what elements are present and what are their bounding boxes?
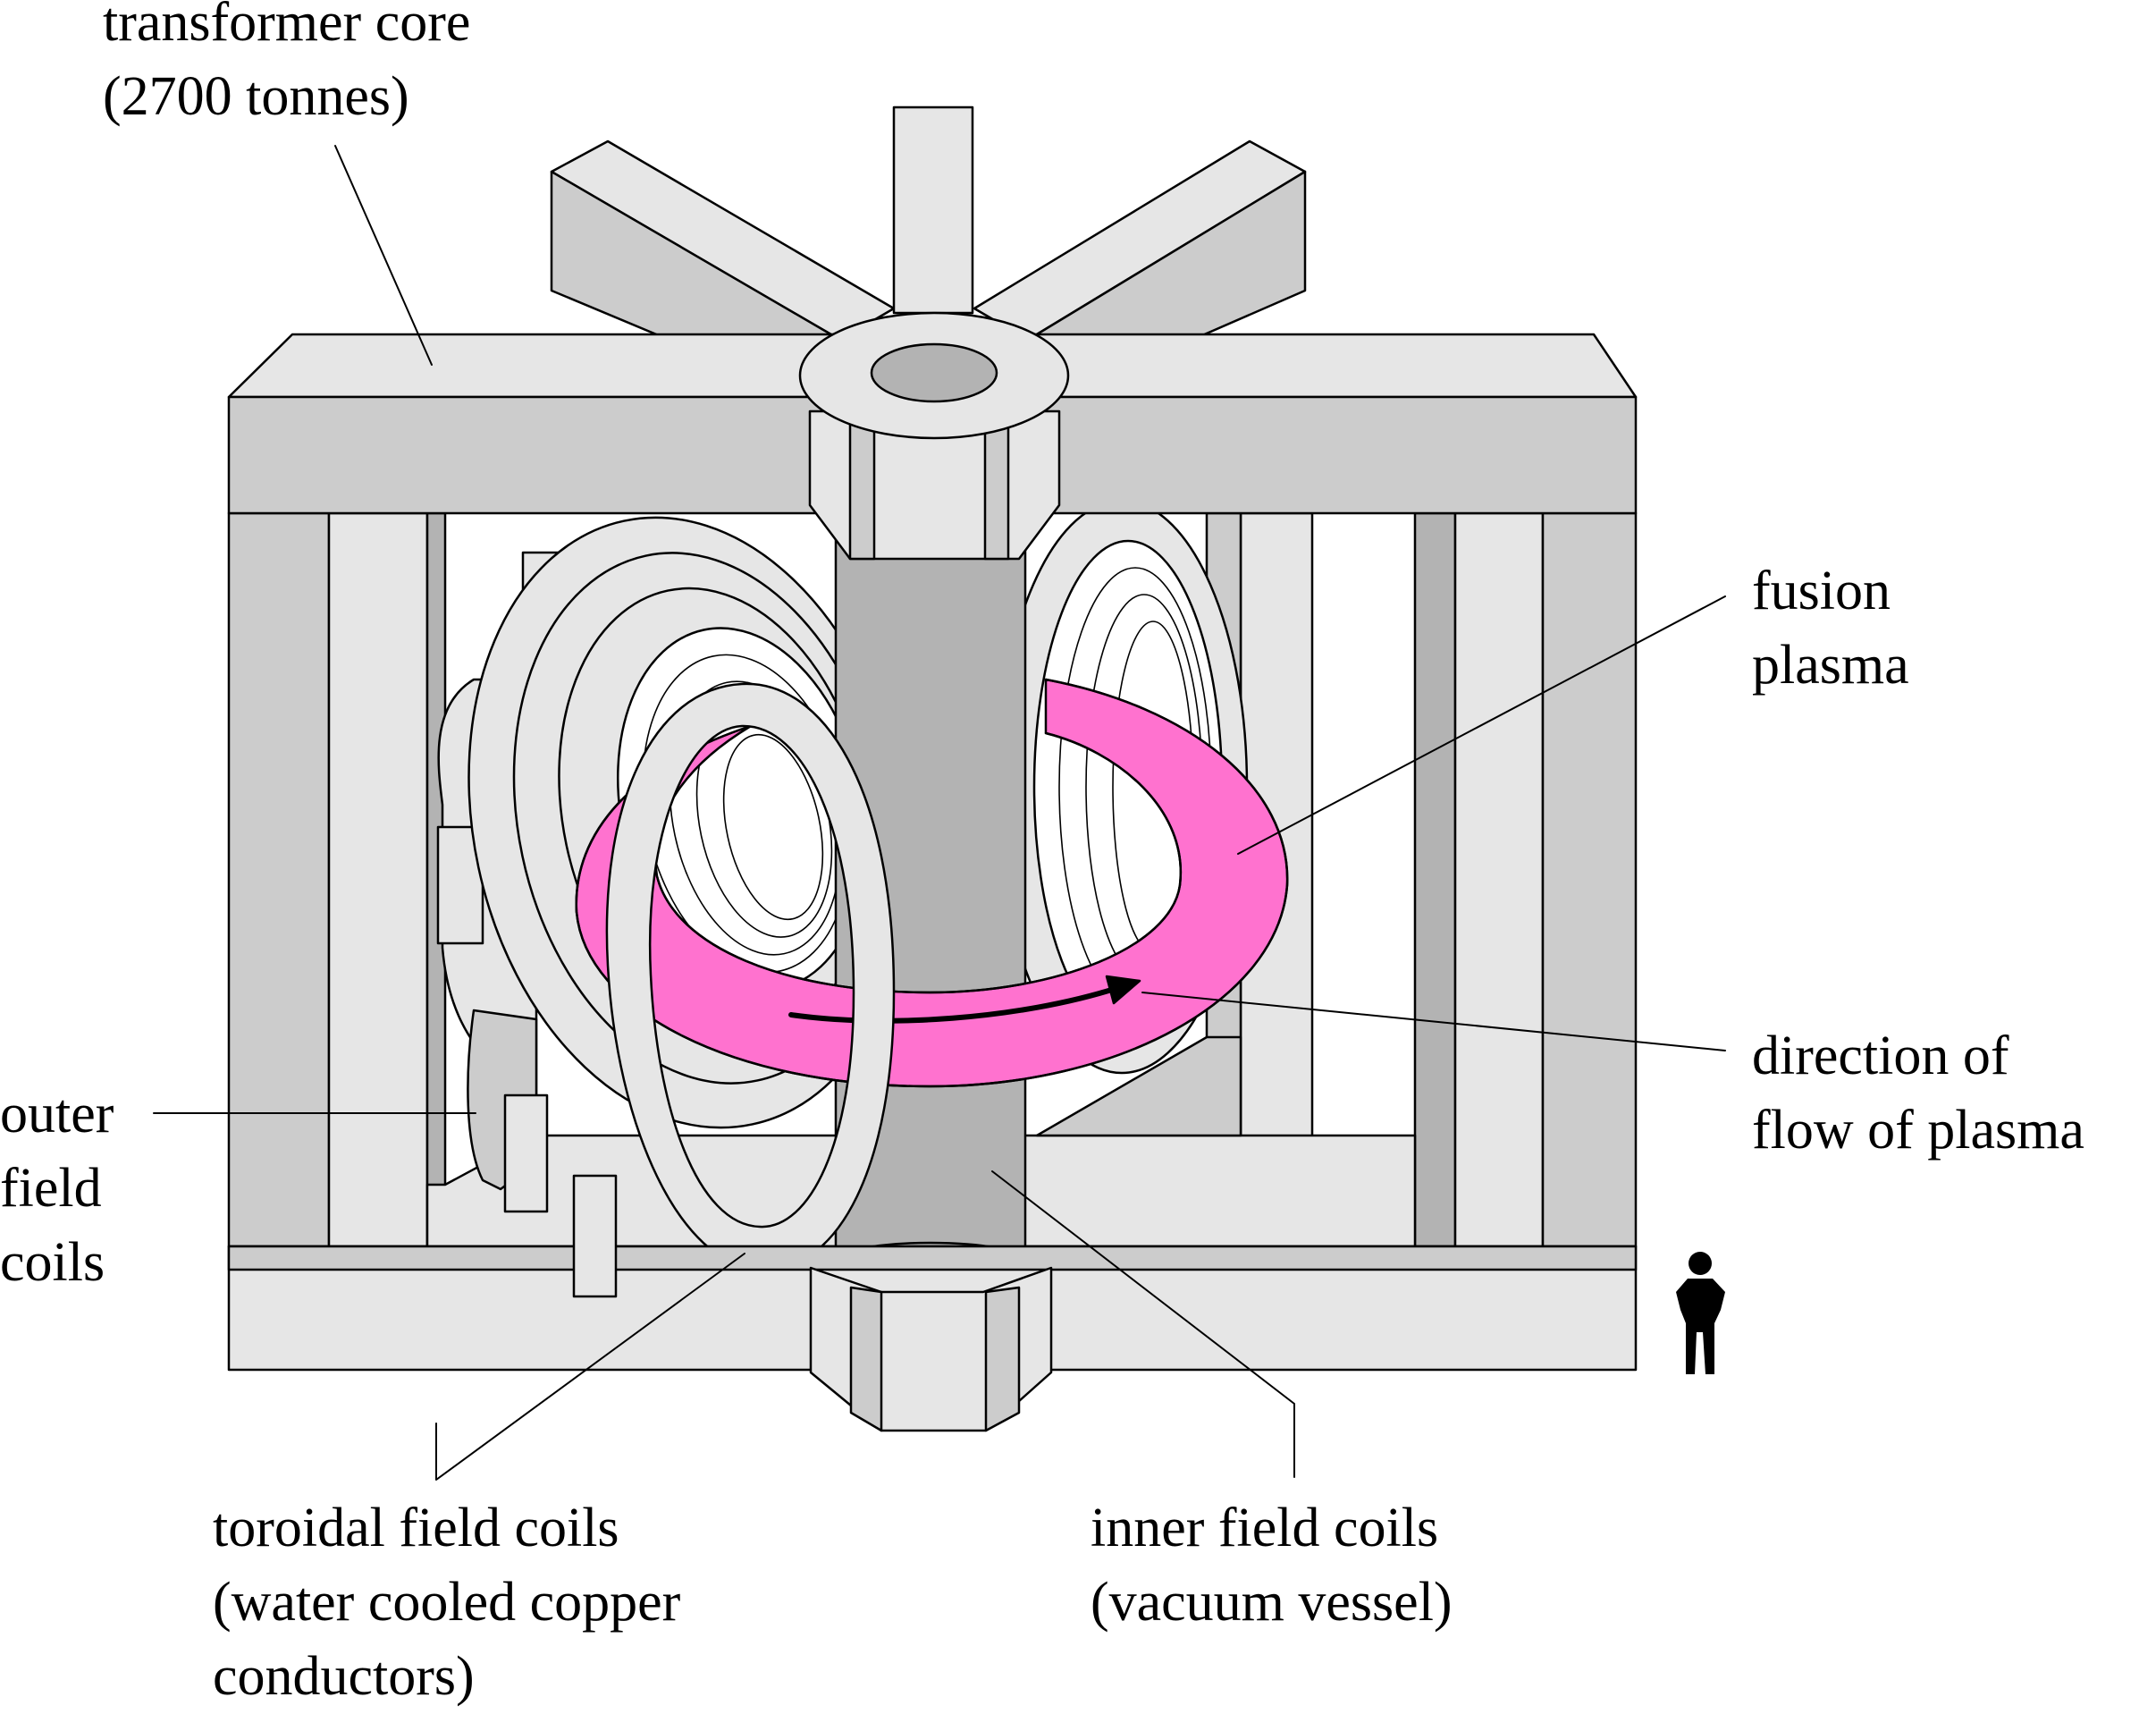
bottom-hex-hub [809,1266,1053,1432]
top-hex-hub [798,311,1070,561]
label-toroidal-field-coils: toroidal field coils (water cooled coppe… [213,1498,681,1707]
label-fusion-plasma: fusion plasma [1752,561,1909,696]
label-direction-of-flow: direction of flow of plasma [1752,1026,2084,1161]
label-inner-field-coils: inner field coils (vacuum vessel) [1091,1498,1453,1633]
leader-lines [153,145,1726,1481]
frame-uprights [227,511,1638,1248]
rear-yoke-beams [550,106,1307,413]
plasma-torus [575,678,1289,1088]
person-scale-icon [1676,1252,1725,1374]
toroidal-field-coil [605,682,896,1271]
label-transformer-core: transformer core (2700 tonnes) [103,0,471,127]
label-outer-field-coils: outer field coils [0,1084,114,1293]
coil-clamps [503,1093,618,1298]
